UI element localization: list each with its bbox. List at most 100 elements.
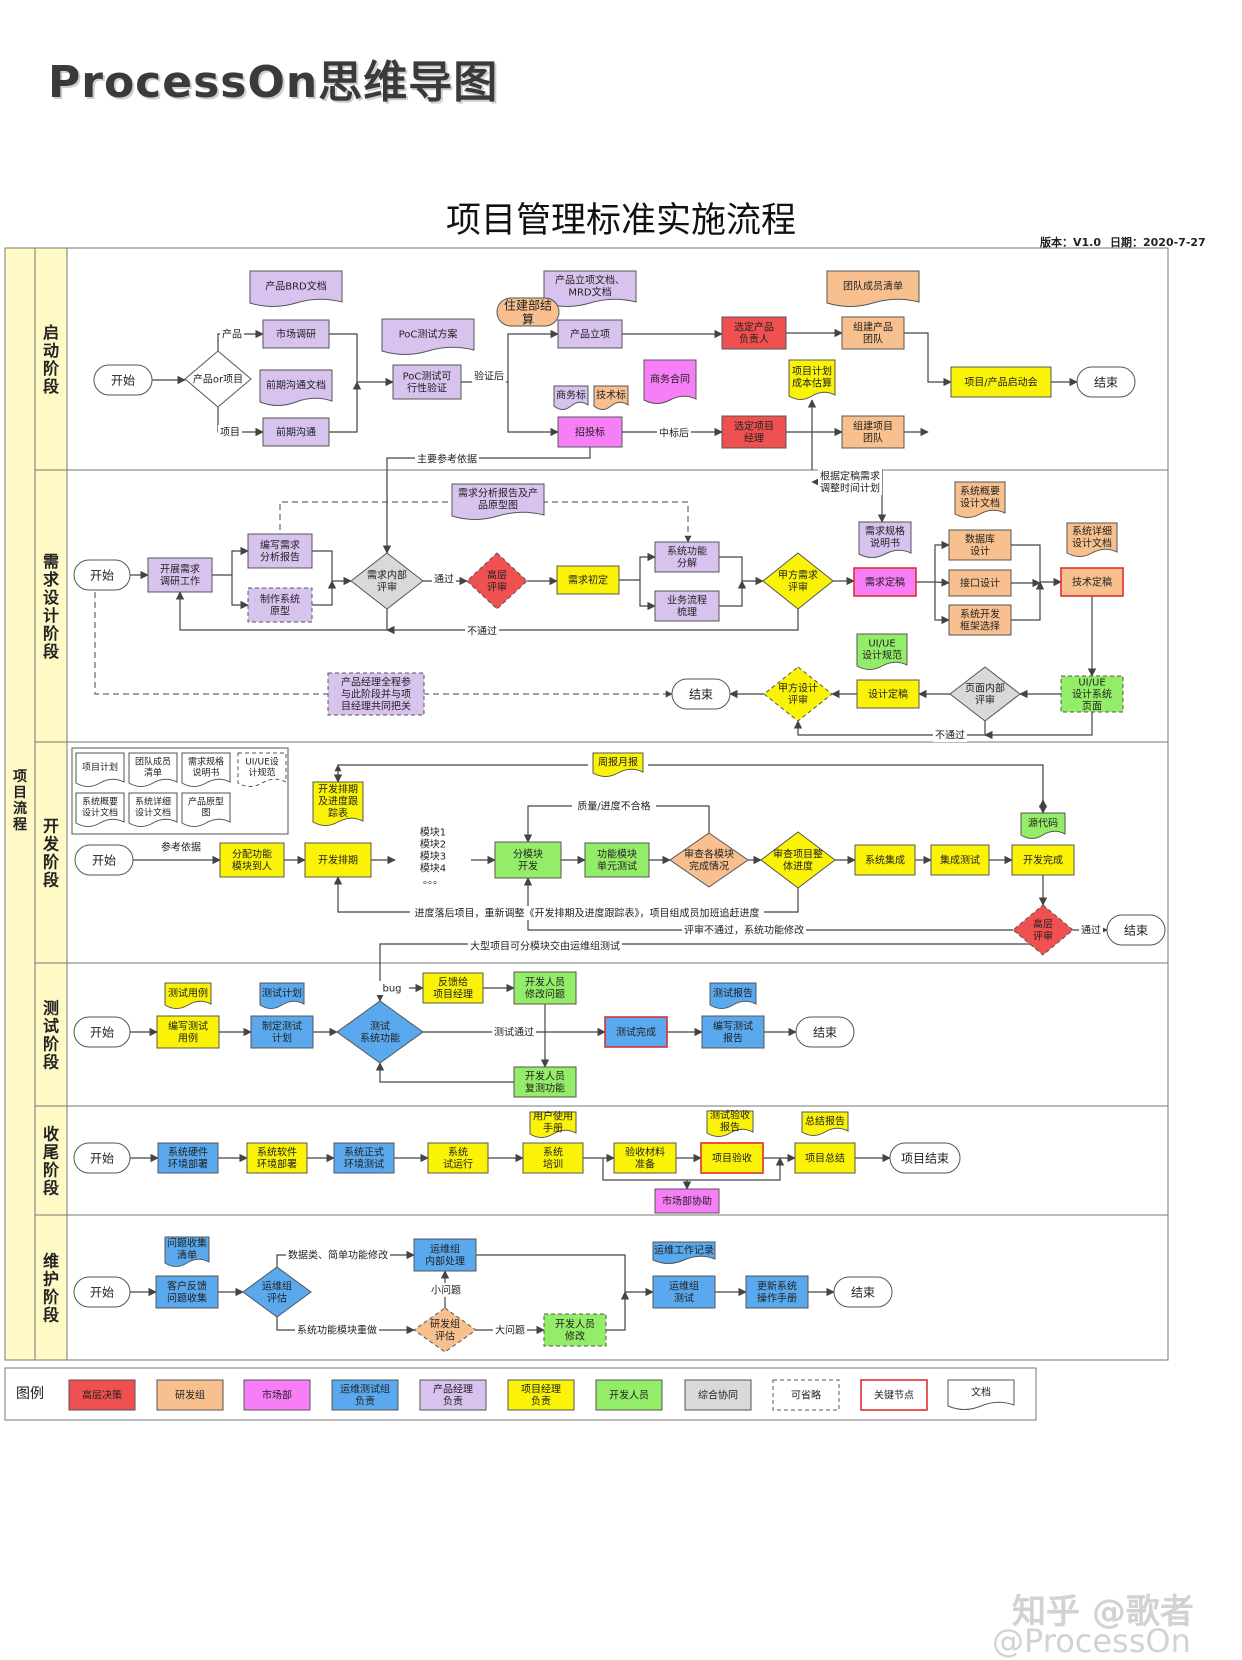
legend-swatch bbox=[772, 1379, 840, 1411]
node-s3-chk2 bbox=[760, 831, 836, 889]
reference-doc-label: 项目计划 bbox=[82, 761, 118, 773]
node-label-s5-sw: 系统软件环境部署 bbox=[257, 1146, 297, 1171]
flow-edge bbox=[602, 1157, 785, 1181]
node-label-s3-unit: 功能模块单元测试 bbox=[597, 848, 637, 873]
node-label-s6-inner: 运维组内部处理 bbox=[425, 1243, 465, 1268]
node-label-s5-manual: 用户使用手册 bbox=[533, 1110, 573, 1135]
flow-edge bbox=[507, 382, 559, 437]
node-s6-devfix bbox=[543, 1313, 607, 1347]
node-label-s4-done: 测试完成 bbox=[616, 1026, 656, 1039]
node-label-s5-sum: 项目总结 bbox=[805, 1152, 845, 1165]
legend-label-2: 研发组 bbox=[175, 1389, 205, 1402]
node-label-s2-custd: 甲方设计评审 bbox=[778, 682, 818, 707]
node-label-s6-manual: 更新系统操作手册 bbox=[757, 1280, 797, 1305]
legend-swatch bbox=[860, 1379, 928, 1411]
node-label-s3-assign: 分配功能模块到人 bbox=[232, 848, 272, 873]
node-label-s5-sumdoc: 总结报告 bbox=[805, 1115, 845, 1128]
node-label-s4-plandoc: 测试计划 bbox=[262, 987, 302, 1000]
node-s5-train bbox=[522, 1142, 584, 1174]
node-s3-unit bbox=[584, 842, 650, 878]
flow-edge bbox=[904, 332, 952, 387]
node-label-s5-train: 系统培训 bbox=[543, 1146, 563, 1171]
edge-label-lbl-project: 项目 bbox=[220, 427, 240, 439]
node-s2-init bbox=[556, 565, 620, 595]
edge-label-lbl-pass2: 通过 bbox=[1081, 924, 1101, 937]
node-label-s1-mr: 市场调研 bbox=[276, 328, 316, 341]
node-label-s2-ovdoc: 系统概要设计文档 bbox=[960, 485, 1000, 510]
node-label-s5-trial: 系统试运行 bbox=[443, 1146, 473, 1171]
reference-doc-label: 系统详细设计文档 bbox=[135, 796, 171, 819]
node-s2-dtdoc bbox=[1066, 522, 1118, 557]
node-s5-mat bbox=[613, 1142, 677, 1174]
node-s2-proto bbox=[247, 587, 313, 623]
node-s4-casedoc bbox=[164, 982, 212, 1009]
node-label-s1-steer: 住建部结算 bbox=[504, 297, 552, 326]
legend-swatch bbox=[419, 1379, 487, 1411]
node-label-s1-contract: 商务合同 bbox=[650, 373, 690, 386]
edge-label-lbl-fail1: 不通过 bbox=[467, 625, 497, 638]
edge-label-lbl-delay: 进度落后项目，重新调整《开发排期及进度跟踪表》，项目组成员加班追赶进度 bbox=[415, 907, 760, 920]
flow-edge bbox=[476, 1254, 654, 1297]
edge-label-lbl-ref: 参考依据 bbox=[161, 841, 201, 854]
node-label-s3-weekly: 周报月报 bbox=[598, 756, 638, 769]
node-label-s3-chk2: 审查项目整体进度 bbox=[773, 848, 823, 873]
node-label-s4-end: 结束 bbox=[813, 1025, 837, 1039]
node-s2-survey bbox=[147, 557, 213, 593]
node-s2-techf bbox=[1060, 567, 1124, 597]
legend-swatch bbox=[595, 1379, 663, 1411]
edge-label-bg bbox=[286, 1248, 390, 1262]
flow-edge bbox=[523, 877, 1013, 931]
node-label-s2-design: 设计定稿 bbox=[868, 688, 908, 701]
node-label-s6-eval: 运维组评估 bbox=[262, 1280, 292, 1305]
node-s2-rptdoc bbox=[451, 483, 545, 520]
node-s5-hw bbox=[157, 1142, 219, 1174]
node-s2-api bbox=[948, 569, 1012, 597]
edge-label-bg bbox=[657, 426, 691, 440]
node-s3-start bbox=[74, 844, 134, 876]
node-label-s6-deveval: 研发组评估 bbox=[430, 1318, 460, 1343]
node-s1-contract bbox=[643, 359, 697, 404]
edge-label-bg bbox=[468, 939, 622, 953]
node-s2-custd bbox=[763, 666, 833, 722]
reference-doc-label: 产品原型图 bbox=[188, 796, 224, 819]
reference-doc bbox=[128, 792, 178, 827]
flow-edge bbox=[312, 550, 352, 586]
edge-label-bg bbox=[1079, 923, 1103, 937]
node-s5-accdoc bbox=[706, 1110, 754, 1137]
flow-edge bbox=[793, 720, 986, 736]
node-s2-ovdoc bbox=[954, 481, 1006, 518]
node-s1-end bbox=[1076, 366, 1136, 398]
node-label-s4-test: 测试系统功能 bbox=[360, 1020, 400, 1045]
node-s3-sched bbox=[304, 842, 372, 878]
node-label-s1-dec: 产品or项目 bbox=[193, 373, 243, 386]
node-label-s1-end: 结束 bbox=[1094, 375, 1118, 389]
node-label-s5-accdoc: 测试验收报告 bbox=[710, 1109, 750, 1134]
node-label-s2-survey: 开展需求调研工作 bbox=[160, 564, 200, 588]
reference-doc bbox=[181, 792, 231, 827]
edge-label-lbl-reject: 评审不通过，系统功能修改 bbox=[684, 924, 804, 937]
node-label-s6-fb: 客户反馈问题收集 bbox=[167, 1280, 207, 1305]
legend-label-7: 开发人员 bbox=[609, 1389, 649, 1402]
legend-swatch bbox=[331, 1379, 399, 1411]
node-s4-case bbox=[156, 1015, 220, 1049]
node-label-s4-fb: 反馈给项目经理 bbox=[433, 976, 473, 1001]
edge-label-bg bbox=[493, 1323, 527, 1337]
flow-edge bbox=[175, 591, 388, 631]
edge-label-lbl-adjust: 根据定稿需求调整时间计划 bbox=[820, 470, 880, 495]
node-s2-fw bbox=[948, 604, 1012, 636]
flow-edge bbox=[934, 582, 950, 625]
node-label-s4-rptdoc: 测试报告 bbox=[713, 987, 753, 1000]
edge-label-bg bbox=[432, 572, 456, 586]
legend-label-4: 运维测试组负责 bbox=[340, 1383, 390, 1408]
node-label-s2-db: 数据库设计 bbox=[965, 533, 995, 558]
node-s4-done bbox=[604, 1016, 668, 1048]
legend-label-9: 可省略 bbox=[791, 1389, 821, 1402]
node-label-s3-end: 结束 bbox=[1124, 923, 1148, 937]
node-s6-manual bbox=[745, 1275, 809, 1309]
node-label-s2-spec: 需求规格说明书 bbox=[865, 525, 905, 550]
brand-logo: ProcessOn思维导图 bbox=[48, 57, 499, 108]
node-label-s1-mrd: 产品立项文档、MRD文档 bbox=[555, 274, 625, 299]
lane-header-5 bbox=[34, 1105, 68, 1216]
